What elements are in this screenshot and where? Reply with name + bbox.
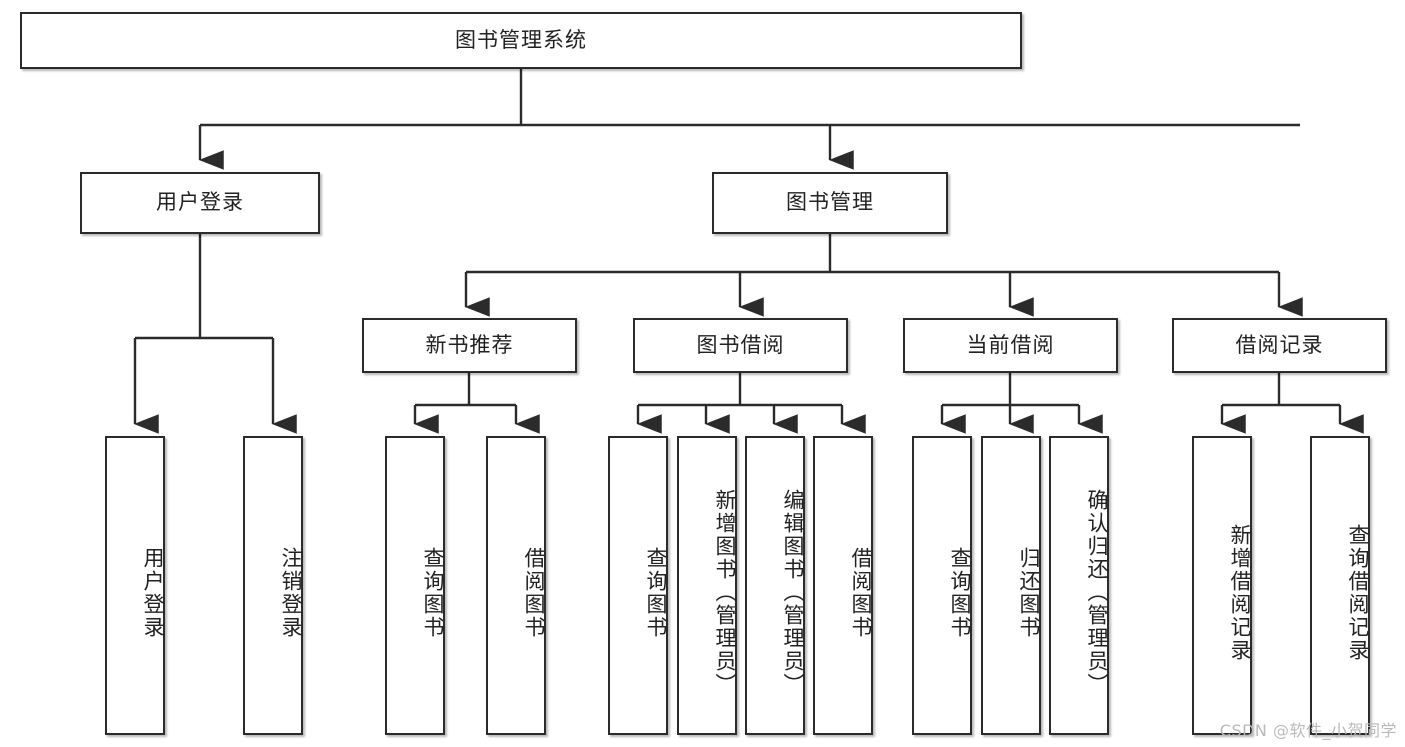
node-leaf-borrow-book-rec[interactable]: 借阅图书 xyxy=(486,436,546,735)
node-leaf-user-logout[interactable]: 注销登录 xyxy=(243,436,303,735)
node-leaf-user-login[interactable]: 用户登录 xyxy=(105,436,165,735)
edges-book-borrow-to-leaves xyxy=(636,373,866,434)
node-new-book-recommend[interactable]: 新书推荐 xyxy=(362,318,577,373)
node-root[interactable]: 图书管理系统 xyxy=(20,12,1022,69)
node-current-borrow[interactable]: 当前借阅 xyxy=(903,318,1118,373)
node-leaf-query-book-borrow[interactable]: 查询图书 xyxy=(608,436,668,735)
node-leaf-add-borrow-record[interactable]: 新增借阅记录 xyxy=(1192,436,1252,735)
node-book-manage[interactable]: 图书管理 xyxy=(712,172,948,234)
node-user-login[interactable]: 用户登录 xyxy=(80,172,320,234)
edges-current-borrow-to-leaves xyxy=(940,373,1103,434)
edges-borrow-record-to-leaves xyxy=(1220,373,1364,434)
edges-user-login-to-leaves xyxy=(133,234,297,434)
node-leaf-confirm-return-admin[interactable]: 确认归还（管理员） xyxy=(1049,436,1109,735)
edges-book-manage-to-l2 xyxy=(464,234,1303,317)
node-leaf-edit-book-admin[interactable]: 编辑图书（管理员） xyxy=(745,436,805,735)
node-book-borrow[interactable]: 图书借阅 xyxy=(633,318,848,373)
node-leaf-query-book-rec[interactable]: 查询图书 xyxy=(385,436,445,735)
node-leaf-query-book-current[interactable]: 查询图书 xyxy=(912,436,972,735)
edges-root-to-l1 xyxy=(198,69,1300,170)
node-borrow-record[interactable]: 借阅记录 xyxy=(1172,318,1387,373)
edges-new-book-recommend-to-leaves xyxy=(413,373,540,434)
node-leaf-query-borrow-record[interactable]: 查询借阅记录 xyxy=(1310,436,1370,735)
node-leaf-return-book[interactable]: 归还图书 xyxy=(981,436,1041,735)
node-leaf-borrow-book[interactable]: 借阅图书 xyxy=(813,436,873,735)
node-leaf-add-book-admin[interactable]: 新增图书（管理员） xyxy=(677,436,737,735)
